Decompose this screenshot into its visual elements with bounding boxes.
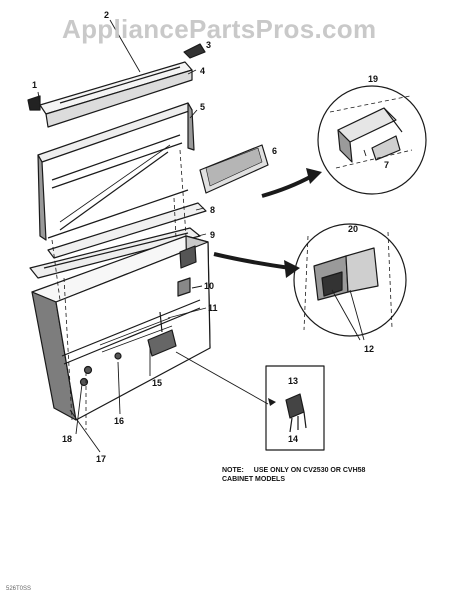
upper-frame — [37, 102, 195, 241]
note-line-1: USE ONLY ON CV2530 OR CVH58 — [253, 467, 366, 474]
callout-20: 20 — [348, 224, 359, 234]
callout-18: 18 — [62, 434, 73, 444]
note-label: NOTE: — [222, 467, 244, 474]
filter-screen — [199, 144, 269, 194]
callout-1: 1 — [32, 80, 38, 90]
callout-8: 8 — [210, 205, 216, 215]
detail-box-13-14 — [265, 365, 325, 451]
callout-19: 19 — [368, 74, 379, 84]
callout-6: 6 — [272, 146, 278, 156]
callout-17: 17 — [96, 454, 107, 464]
direction-arrows — [213, 168, 322, 406]
callout-2: 2 — [104, 10, 110, 20]
callout-4: 4 — [200, 66, 206, 76]
lower-frame-rail — [29, 227, 201, 279]
callout-3: 3 — [206, 40, 212, 50]
callout-5: 5 — [200, 102, 206, 112]
detail-view-20 — [293, 223, 407, 337]
assembly-lines — [51, 149, 187, 430]
callout-13: 13 — [288, 376, 299, 386]
trim-clip — [183, 43, 206, 59]
callout-7: 7 — [384, 160, 390, 170]
note-line-2: CABINET MODELS — [222, 476, 285, 483]
vent-housing — [31, 235, 211, 421]
callout-9: 9 — [210, 230, 216, 240]
callout-15: 15 — [152, 378, 163, 388]
model-note: NOTE: USE ONLY ON CV2530 OR CVH58 CABINET… — [222, 466, 365, 484]
detail-view-19 — [317, 85, 427, 195]
gasket — [47, 202, 207, 259]
callout-11: 11 — [208, 303, 218, 313]
leader-lines — [37, 19, 367, 453]
watermark-text: AppliancePartsPros.com — [62, 14, 377, 44]
top-trim-rail — [27, 61, 193, 128]
callout-14: 14 — [288, 434, 299, 444]
drawing-code: 526T0SS — [6, 586, 32, 592]
callout-10: 10 — [204, 281, 215, 291]
callout-12: 12 — [364, 344, 375, 354]
callout-16: 16 — [114, 416, 125, 426]
